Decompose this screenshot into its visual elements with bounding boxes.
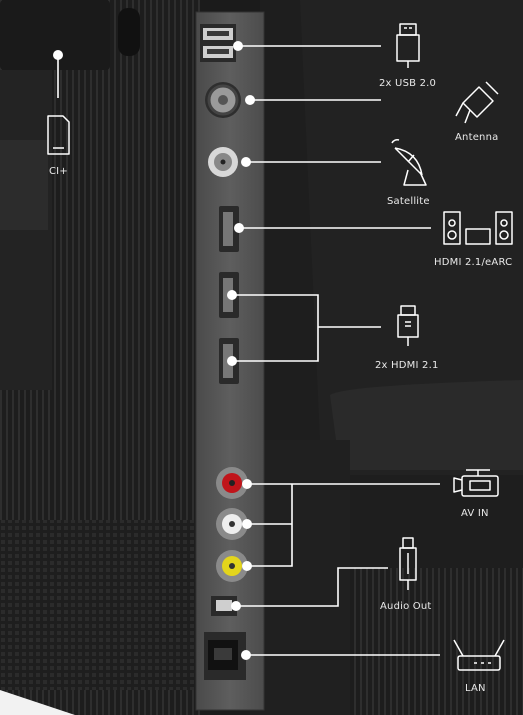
hdmi-icon <box>397 305 419 346</box>
ci-label: CI+ <box>49 166 68 177</box>
hdmi-pair-label: 2x HDMI 2.1 <box>375 360 439 371</box>
satellite-dish-icon <box>391 139 427 186</box>
warning-sticker <box>0 140 48 230</box>
antenna-plug-icon <box>455 81 499 124</box>
lan-label: LAN <box>465 683 486 694</box>
antenna-connector <box>205 82 241 118</box>
camcorder-icon <box>453 469 499 497</box>
rca-jacks <box>216 467 248 582</box>
usb-icon <box>396 23 420 68</box>
usb-label: 2x USB 2.0 <box>379 78 437 89</box>
sd-card-icon <box>47 115 70 155</box>
optical-port <box>211 596 237 616</box>
av-in-label: AV IN <box>461 508 489 519</box>
antenna-label: Antenna <box>455 132 499 143</box>
router-icon <box>453 639 505 671</box>
usb-ports <box>200 24 236 62</box>
connector-lines <box>57 45 440 656</box>
optical-plug-icon <box>399 537 417 590</box>
audio-out-label: Audio Out <box>380 601 432 612</box>
lan-port <box>204 632 246 680</box>
satellite-label: Satellite <box>387 196 430 207</box>
speaker-system-icon <box>443 211 513 245</box>
satellite-connector <box>208 147 238 177</box>
hdmi-earc-label: HDMI 2.1/eARC <box>434 257 513 268</box>
